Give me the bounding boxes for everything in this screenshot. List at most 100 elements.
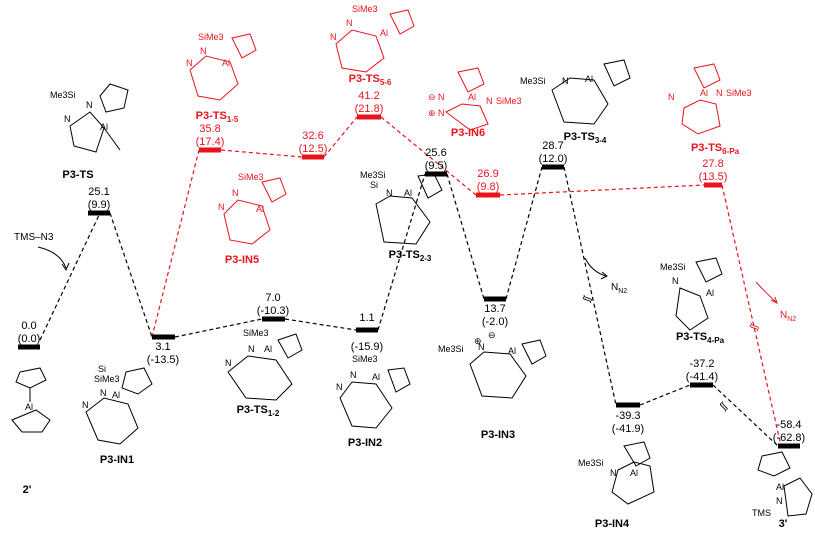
energy-ts6pa: 27.8 <box>702 158 723 170</box>
svg-text:N: N <box>716 88 723 98</box>
svg-text:N: N <box>82 400 89 410</box>
structure-ts34: Me3Si N Al <box>520 59 631 125</box>
connector-ts23-in3 <box>446 173 485 300</box>
energy-alt-ts34: (12.0) <box>539 153 568 165</box>
connector-ts4pa-3p <box>712 384 779 447</box>
structure-ts12: SiMe3 N N Al <box>225 328 303 401</box>
structure-ts23: Me3Si Si N Al <box>360 170 443 245</box>
energy-in3: 13.7 <box>484 303 505 315</box>
state-labels: 2' P3-IN1 P3-TS P3-IN2 P3-IN3 P3-IN4 3' … <box>23 73 788 530</box>
svg-text:N: N <box>486 96 493 106</box>
svg-text:N: N <box>386 188 393 198</box>
energy-in2: 1.1 <box>359 312 374 324</box>
label-ts4pa: P3-TS4-Pa <box>676 331 725 345</box>
connector-in4-ts4pa <box>639 384 691 406</box>
energy-alt-2p: (0.0) <box>18 333 41 345</box>
connector-ts6pa-3p <box>721 184 782 447</box>
energy-alt-in6: (9.8) <box>477 181 500 193</box>
energy-alt-ts15: (17.4) <box>196 136 225 148</box>
svg-text:⊕: ⊕ <box>474 336 482 346</box>
svg-text:SiMe3: SiMe3 <box>198 32 224 42</box>
connector-ts-in1 <box>109 212 153 338</box>
svg-text:⊖: ⊖ <box>428 92 436 102</box>
svg-text:TMS: TMS <box>752 508 771 518</box>
energy-ts15: 35.8 <box>199 123 220 135</box>
svg-text:Si: Si <box>370 180 378 190</box>
energy-values: 0.0 (0.0) 25.1 (9.9) 3.1 (-13.5) 7.0 (-1… <box>18 90 806 444</box>
svg-text:N: N <box>610 468 617 478</box>
energy-in5: 32.6 <box>302 130 323 142</box>
label-ts: P3-TS <box>62 169 93 181</box>
n2-red-label: NN2 <box>780 310 796 323</box>
structure-in2: SiMe3 N N Al <box>336 354 411 429</box>
energy-alt-ts56: (21.8) <box>355 103 384 115</box>
svg-text:N: N <box>478 342 485 352</box>
svg-text:N: N <box>336 382 343 392</box>
svg-text:SiMe3: SiMe3 <box>726 88 752 98</box>
svg-text:Me3Si: Me3Si <box>520 76 546 86</box>
svg-text:N: N <box>218 202 225 212</box>
energy-ts23: 25.6 <box>425 147 446 159</box>
energy-alt-in1: (-13.5) <box>147 354 179 366</box>
connector-in3-ts34 <box>505 166 543 300</box>
label-in3: P3-IN3 <box>481 429 515 441</box>
structure-3p: Al N TMS <box>752 451 813 518</box>
svg-text:N: N <box>672 276 679 286</box>
svg-text:Me3Si: Me3Si <box>578 458 604 468</box>
svg-text:⊖: ⊖ <box>488 330 496 340</box>
energy-ts12: 7.0 <box>265 292 280 304</box>
n2-black-arrow <box>584 257 607 277</box>
energy-ts56: 41.2 <box>358 90 379 102</box>
svg-text:N: N <box>232 188 239 198</box>
structure-ts15: SiMe3 N N Al <box>186 32 257 101</box>
label-ts23: P3-TS2-3 <box>389 249 432 263</box>
svg-text:Al: Al <box>264 344 272 354</box>
svg-text:Al: Al <box>404 188 412 198</box>
energy-alt-in4: (-41.9) <box>612 423 644 435</box>
black-connectors <box>39 166 779 447</box>
label-in5: P3-IN5 <box>225 254 259 266</box>
svg-text:Al: Al <box>630 468 638 478</box>
energy-alt-in2: (-15.9) <box>351 341 383 353</box>
svg-text:SiMe3: SiMe3 <box>94 374 120 384</box>
energy-2p: 0.0 <box>21 320 36 332</box>
svg-text:Al: Al <box>100 122 108 132</box>
svg-text:Al: Al <box>776 482 784 492</box>
svg-text:N: N <box>248 344 255 354</box>
n2-red-arrowhead <box>770 296 778 304</box>
svg-text:Me3Si: Me3Si <box>360 170 386 180</box>
svg-text:Al: Al <box>508 346 516 356</box>
connector-2p-ts <box>39 212 101 341</box>
reagent-arrow <box>37 246 67 269</box>
energy-in1: 3.1 <box>155 341 170 353</box>
energy-alt-ts12: (-10.3) <box>257 305 289 317</box>
svg-text:SiMe3: SiMe3 <box>352 354 378 364</box>
svg-text:N: N <box>346 18 353 28</box>
energy-alt-3p: (-62.8) <box>773 432 805 444</box>
svg-text:N: N <box>668 92 675 102</box>
connector-in2-ts23 <box>377 173 426 331</box>
energy-alt-ts: (9.9) <box>88 199 111 211</box>
n2-black-label: NN2 <box>611 282 627 295</box>
svg-text:Al: Al <box>25 402 33 412</box>
connector-ts15-in5 <box>220 149 303 158</box>
n2-black-arrowhead <box>600 271 608 280</box>
energy-3p: -58.4 <box>776 419 801 431</box>
svg-text:Al: Al <box>706 288 714 298</box>
connector-ts34-in4 <box>563 166 617 406</box>
label-ts6pa: P3-TS6-Pa <box>691 142 740 156</box>
structure-ts: Me3Si N N Al <box>50 83 129 153</box>
svg-text:Al: Al <box>372 372 380 382</box>
energy-alt-ts4pa: (-41.4) <box>686 371 718 383</box>
energy-alt-ts6pa: (13.5) <box>699 171 728 183</box>
label-ts15: P3-TS1-5 <box>196 110 239 124</box>
break-mark-red: ʃʃ <box>748 322 760 332</box>
label-in4: P3-IN4 <box>595 518 630 530</box>
energy-ts4pa: -37.2 <box>689 358 714 370</box>
structure-ts56: SiMe3 N N Al <box>330 4 415 73</box>
connector-in1-ts15 <box>151 149 200 338</box>
label-in2: P3-IN2 <box>348 437 382 449</box>
energy-alt-ts23: (9.5) <box>425 160 448 172</box>
structure-in6: ⊖ N ⊕ N Al N SiMe3 <box>428 67 522 131</box>
